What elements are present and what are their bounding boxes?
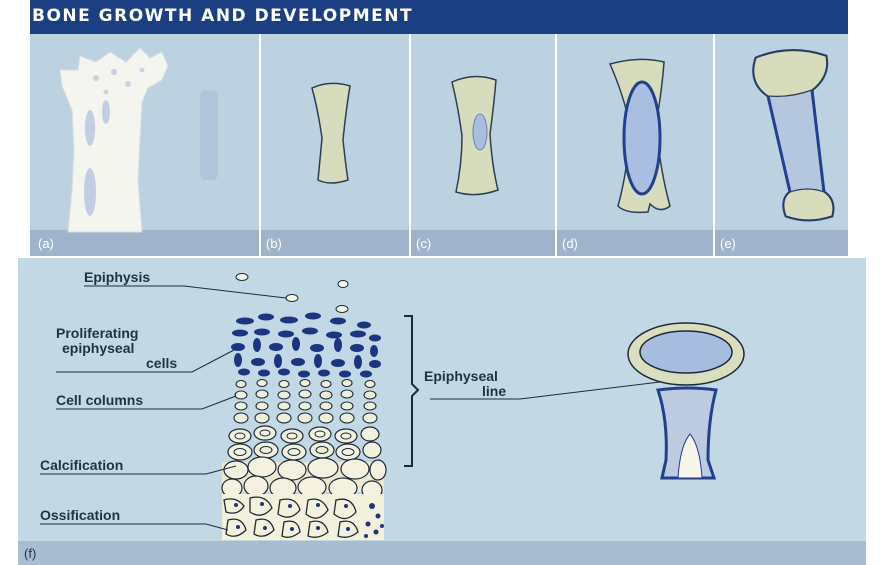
panel-label-f: (f) bbox=[24, 546, 36, 561]
panel-label-e: (e) bbox=[720, 236, 736, 251]
label-cell-columns: Cell columns bbox=[56, 393, 143, 407]
bottom-panel-background bbox=[18, 258, 866, 548]
bottom-label-strip bbox=[18, 541, 866, 565]
ossification-zone bbox=[222, 494, 384, 540]
panel-label-c: (c) bbox=[416, 236, 431, 251]
label-ossification: Ossification bbox=[40, 508, 120, 522]
panel-label-d: (d) bbox=[562, 236, 578, 251]
label-calcification: Calcification bbox=[40, 458, 123, 472]
panel-label-a: (a) bbox=[38, 236, 54, 251]
diagram-title: BONE GROWTH AND DEVELOPMENT bbox=[32, 6, 413, 26]
label-epiphyseal-line2: line bbox=[482, 384, 506, 398]
label-epiphysis: Epiphysis bbox=[84, 270, 150, 284]
label-proliferating-line3: cells bbox=[146, 356, 177, 370]
label-epiphyseal-line1: Epiphyseal bbox=[424, 369, 498, 383]
panel-label-b: (b) bbox=[266, 236, 282, 251]
label-proliferating-line2: epiphyseal bbox=[62, 341, 134, 355]
label-proliferating-line1: Proliferating bbox=[56, 326, 138, 340]
